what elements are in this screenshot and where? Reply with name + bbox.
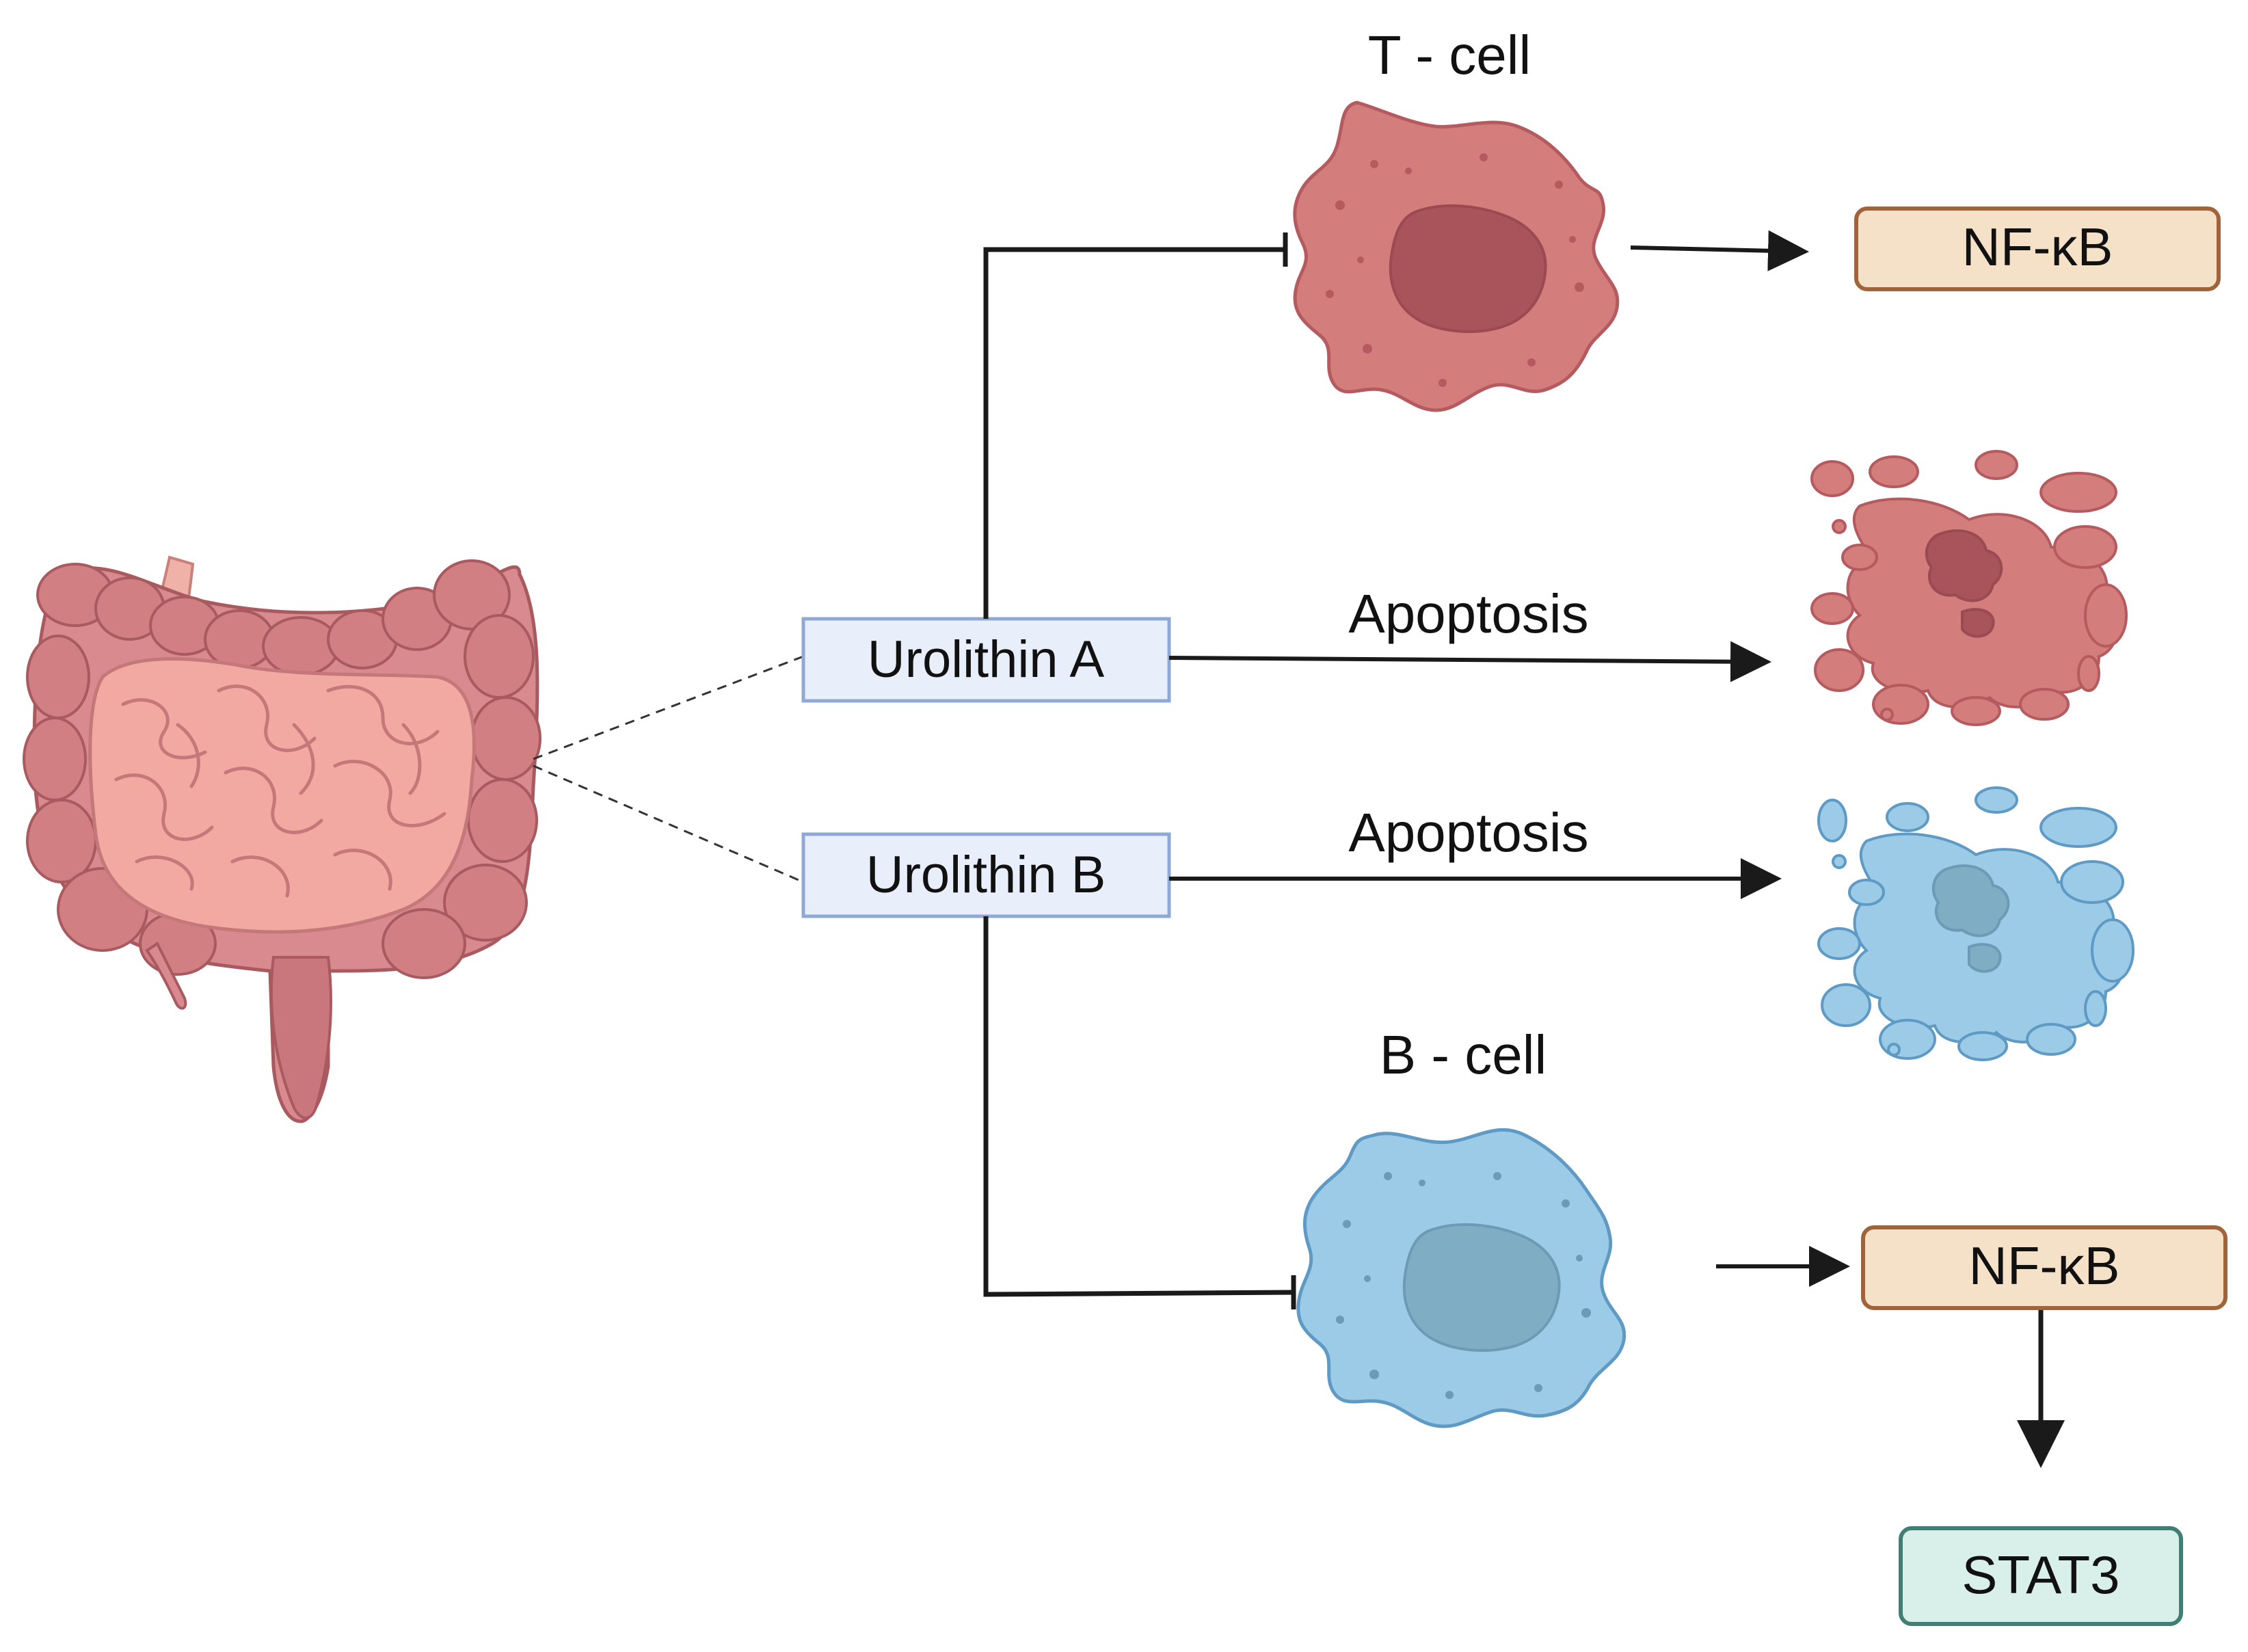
apoptotic-t-cell-icon — [1810, 450, 2128, 726]
urolithin-a-label: Urolithin A — [868, 630, 1105, 689]
intestine-icon — [23, 555, 541, 1123]
nfkb-bottom-label: NF-κB — [1969, 1236, 2120, 1296]
t-cell-label: T - cell — [1368, 25, 1531, 85]
inhibition-line-t-cell — [983, 247, 1285, 619]
urolithin-b-label: Urolithin B — [866, 846, 1106, 904]
inhibition-line-b-cell — [983, 916, 1294, 1297]
b-cell-label: B - cell — [1380, 1024, 1547, 1085]
stat3-label: STAT3 — [1962, 1545, 2119, 1605]
apoptosis-arrow-a — [1168, 641, 1771, 682]
dashed-connector-a — [533, 655, 804, 760]
dashed-connector-b — [533, 764, 804, 883]
nfkb-box-top: NF-κB — [1854, 206, 2221, 291]
stat3-box: STAT3 — [1899, 1526, 2183, 1626]
b-cell-icon — [1296, 1128, 1627, 1428]
t-cell-icon — [1293, 101, 1620, 412]
apoptosis-label-a: Apoptosis — [1348, 583, 1588, 644]
apoptosis-label-b: Apoptosis — [1348, 802, 1588, 863]
urolithin-a-box: Urolithin A — [801, 617, 1171, 703]
urolithin-b-box: Urolithin B — [801, 832, 1171, 918]
t-cell-to-nfkb-arrow — [1630, 230, 1809, 271]
apoptotic-b-cell-icon — [1817, 786, 2135, 1061]
nfkb-top-label: NF-κB — [1962, 217, 2113, 277]
nfkb-box-bottom: NF-κB — [1861, 1225, 2227, 1310]
